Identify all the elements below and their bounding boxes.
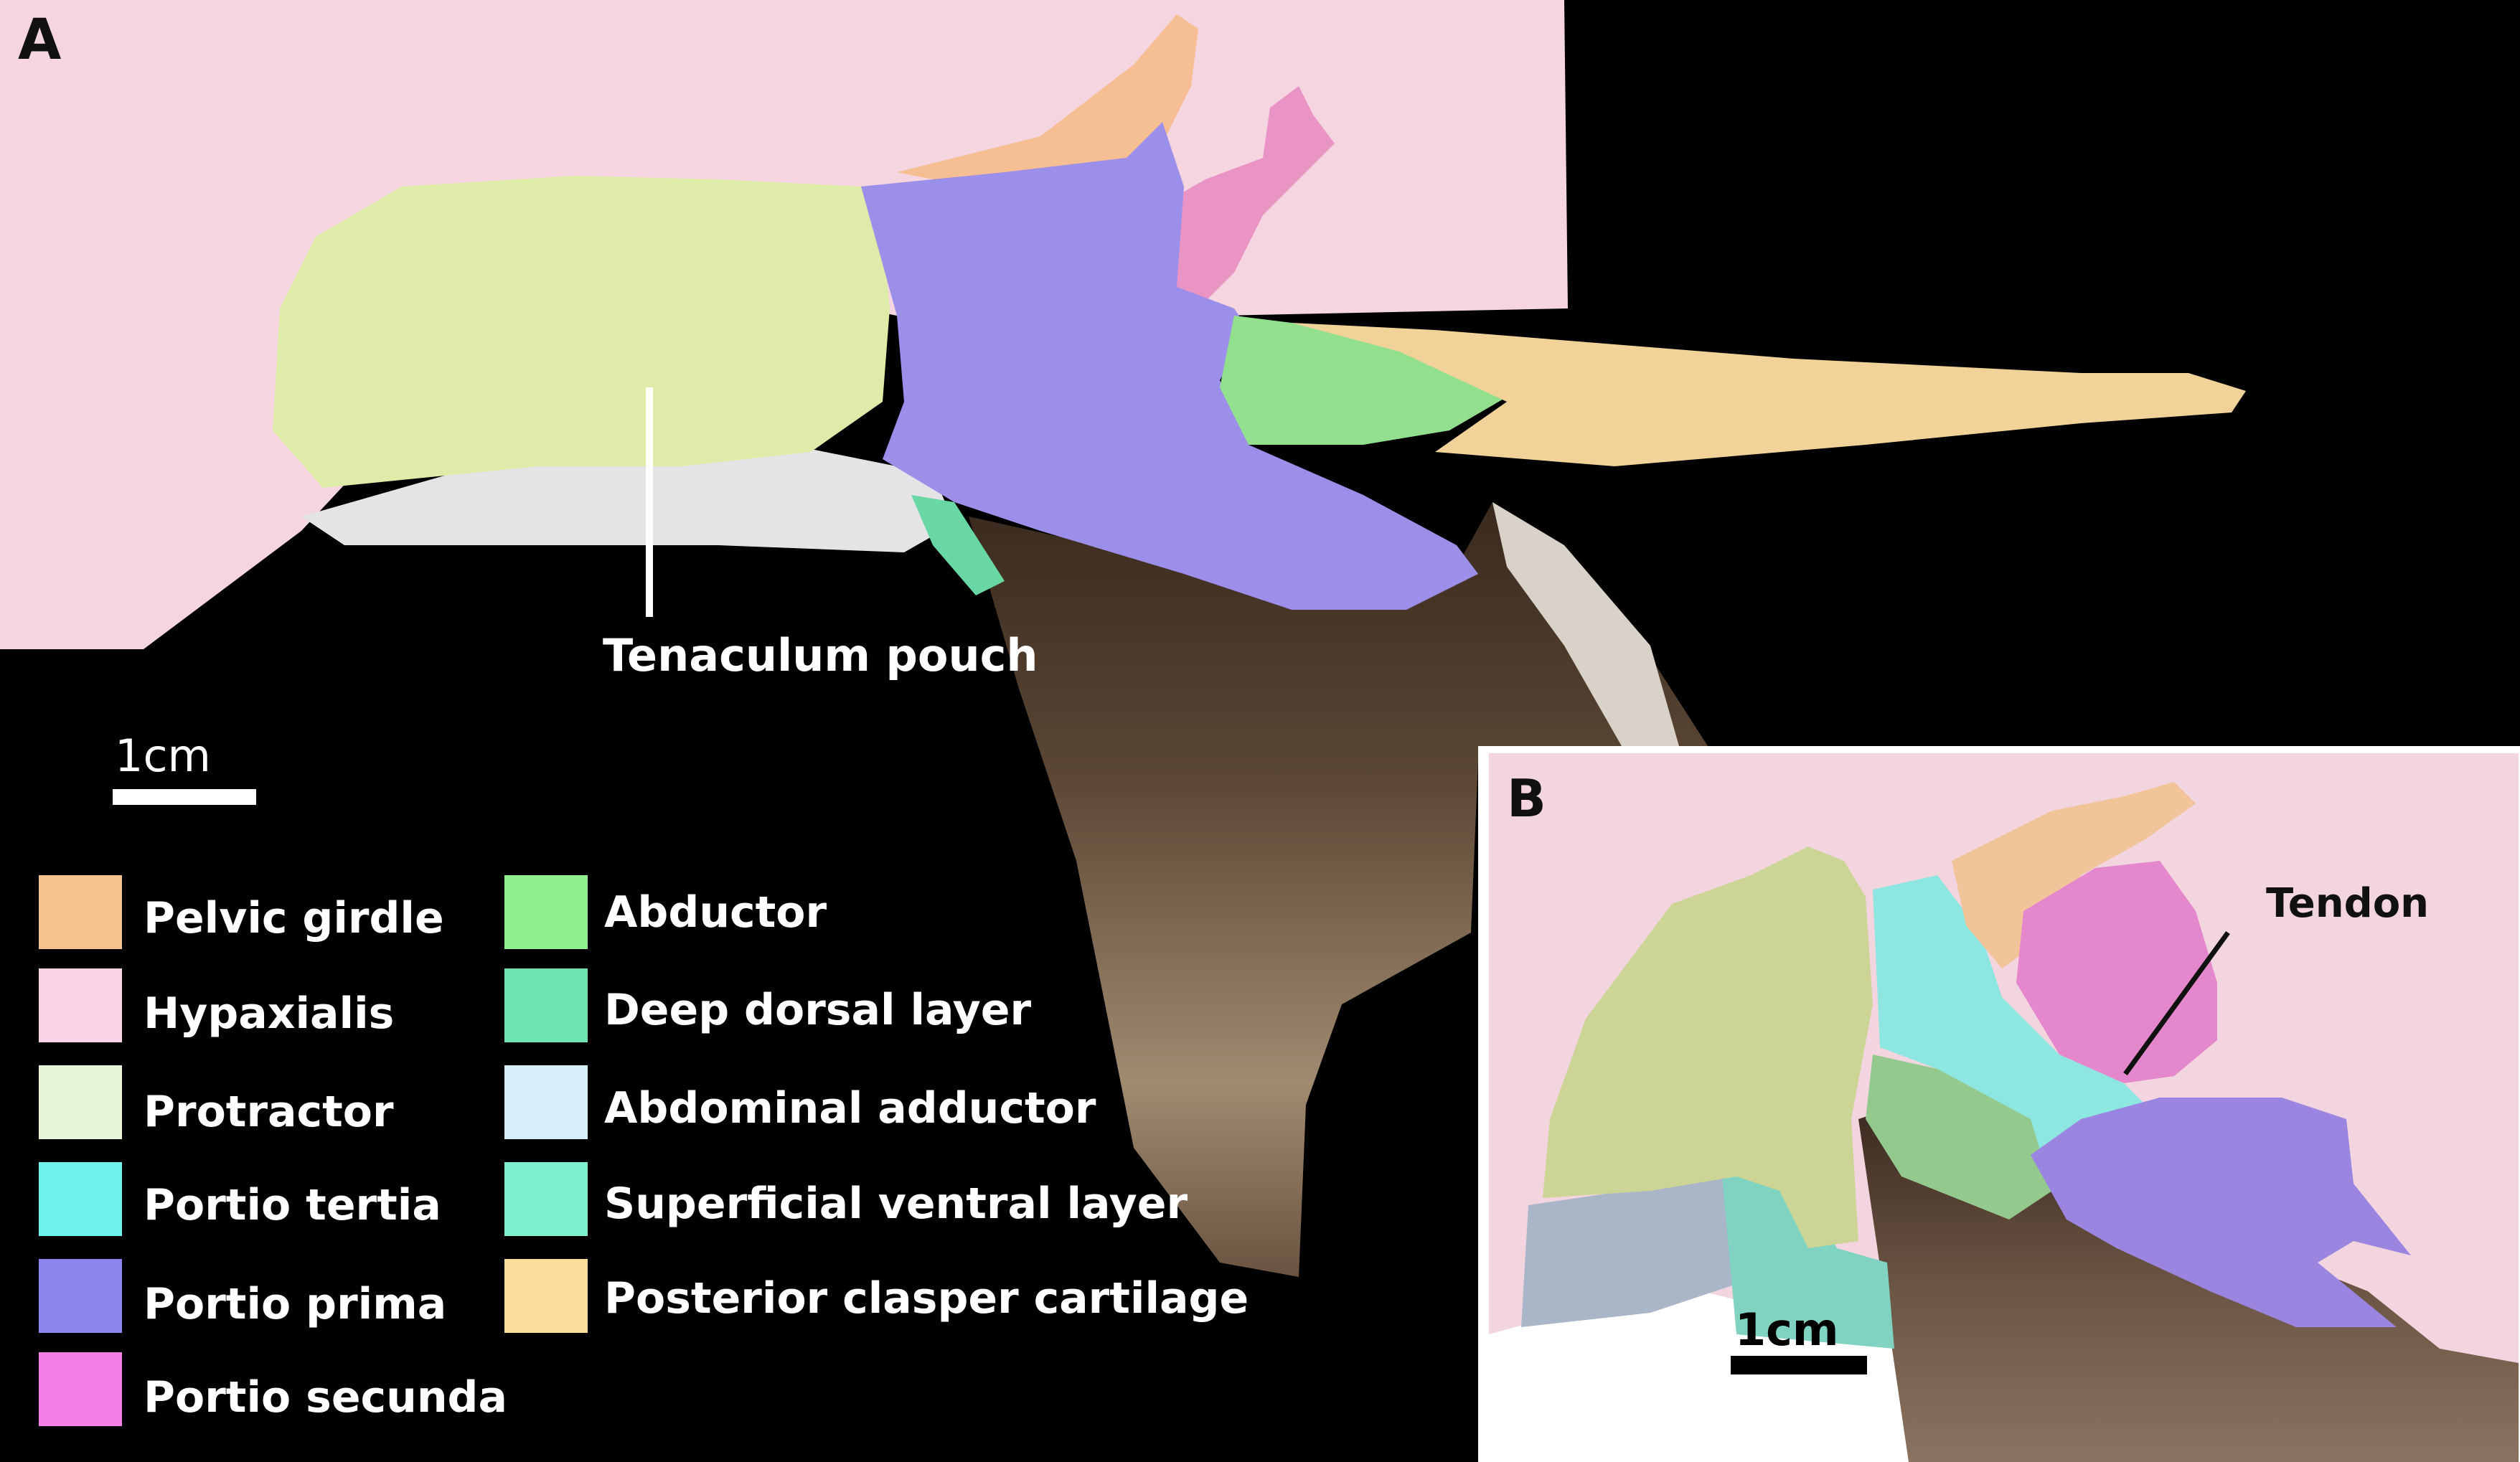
portio-secunda-a [1155,86,1335,301]
panel-b: Tendon B 1cm [1478,746,2520,1462]
clasper-a [969,502,1708,1277]
legend-swatch-hypaxialis [39,968,122,1042]
legend-swatch-pelvic-girdle [39,875,122,949]
legend-label-pelvic-girdle: Pelvic girdle [144,893,444,943]
legend-label-superficial-ventral-layer: Superficial ventral layer [604,1179,1188,1229]
portio-prima-b [2031,1098,2411,1327]
panel-a-letter: A [18,8,61,72]
portio-secunda-b [2016,861,2217,1083]
abductor-b [1866,1055,2052,1220]
deep-dorsal-layer-a [911,495,1005,595]
panel-a: Tenaculum pouch A 1cm [0,0,2246,1277]
panel-b-letter: B [1507,768,1546,829]
legend-swatch-posterior-clasper-cartilage [504,1259,588,1333]
legend-swatch-portio-prima [39,1259,122,1333]
scale-bar-label-a: 1cm [115,730,211,782]
legend-label-posterior-clasper-cartilage: Posterior clasper cartilage [604,1273,1249,1324]
abdominal-adductor-b [1521,1176,1736,1327]
clasper-edge-a [1492,502,1679,746]
legend-label-protractor: Protractor [144,1087,394,1137]
legend-label-abdominal-adductor: Abdominal adductor [604,1083,1096,1133]
tendon-pointer-line [2123,930,2230,1076]
scale-bar-b [1731,1356,1867,1374]
legend-swatch-portio-secunda [39,1352,122,1426]
superficial-ventral-layer-b [1722,1162,1894,1349]
legend-label-portio-secunda: Portio secunda [144,1372,507,1423]
protractor-b [1543,846,1873,1248]
tenaculum-pouch-label: Tenaculum pouch [603,629,1038,682]
pelvic-girdle-a [897,14,1198,201]
legend-label-portio-prima: Portio prima [144,1279,446,1329]
legend-label-abductor: Abductor [604,887,827,938]
legend-swatch-superficial-ventral-layer [504,1162,588,1236]
portio-tertia-b [1873,875,2153,1191]
legend-swatch-abdominal-adductor [504,1065,588,1139]
legend: Pelvic girdle Hypaxialis Protractor Port… [39,875,1249,1426]
legend-label-hypaxialis: Hypaxialis [144,989,394,1039]
tendon-label: Tendon [2266,880,2429,927]
legend-swatch-protractor [39,1065,122,1139]
scale-bar-a [113,789,256,805]
pelvic-girdle-b [1952,782,2196,968]
legend-swatch-portio-tertia [39,1162,122,1236]
legend-swatch-abductor [504,875,588,949]
scale-bar-label-b: 1cm [1735,1303,1839,1356]
legend-swatch-deep-dorsal-layer [504,968,588,1042]
portio-prima-a [861,122,1478,610]
legend-label-deep-dorsal-layer: Deep dorsal layer [604,985,1031,1035]
legend-label-portio-tertia: Portio tertia [144,1180,441,1230]
abductor-a [1220,316,1536,445]
posterior-clasper-cartilage-a [1292,323,2246,466]
protractor-a [273,176,890,488]
